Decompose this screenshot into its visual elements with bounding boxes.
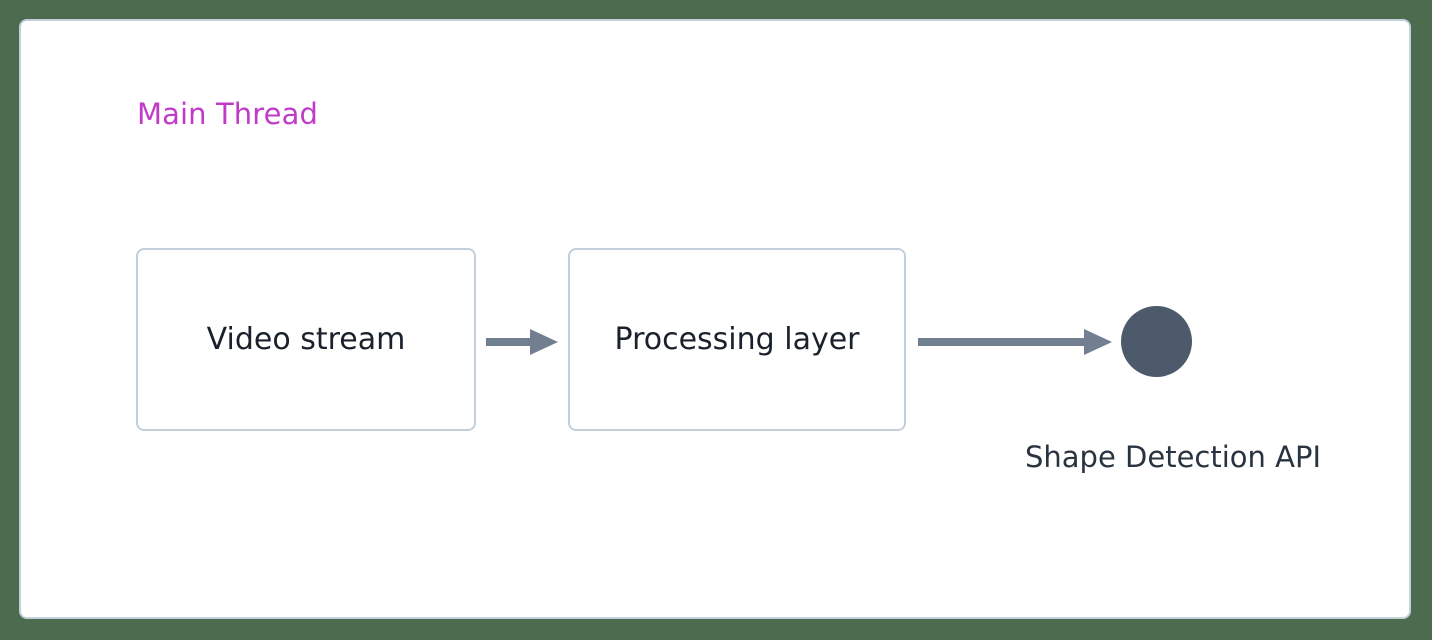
arrow-video-to-processing [486, 329, 558, 355]
node-video-stream-label: Video stream [206, 321, 406, 357]
node-video-stream[interactable]: Video stream [136, 248, 476, 431]
node-shape-detection-api[interactable] [1121, 306, 1192, 377]
node-processing-layer[interactable]: Processing layer [568, 248, 906, 431]
diagram-panel: Main Thread Video stream Processing laye… [19, 19, 1411, 619]
node-processing-layer-label: Processing layer [614, 321, 860, 357]
arrow-processing-to-api [918, 329, 1112, 355]
cluster-title-main-thread: Main Thread [137, 97, 318, 131]
node-shape-detection-api-label: Shape Detection API [1025, 440, 1322, 474]
